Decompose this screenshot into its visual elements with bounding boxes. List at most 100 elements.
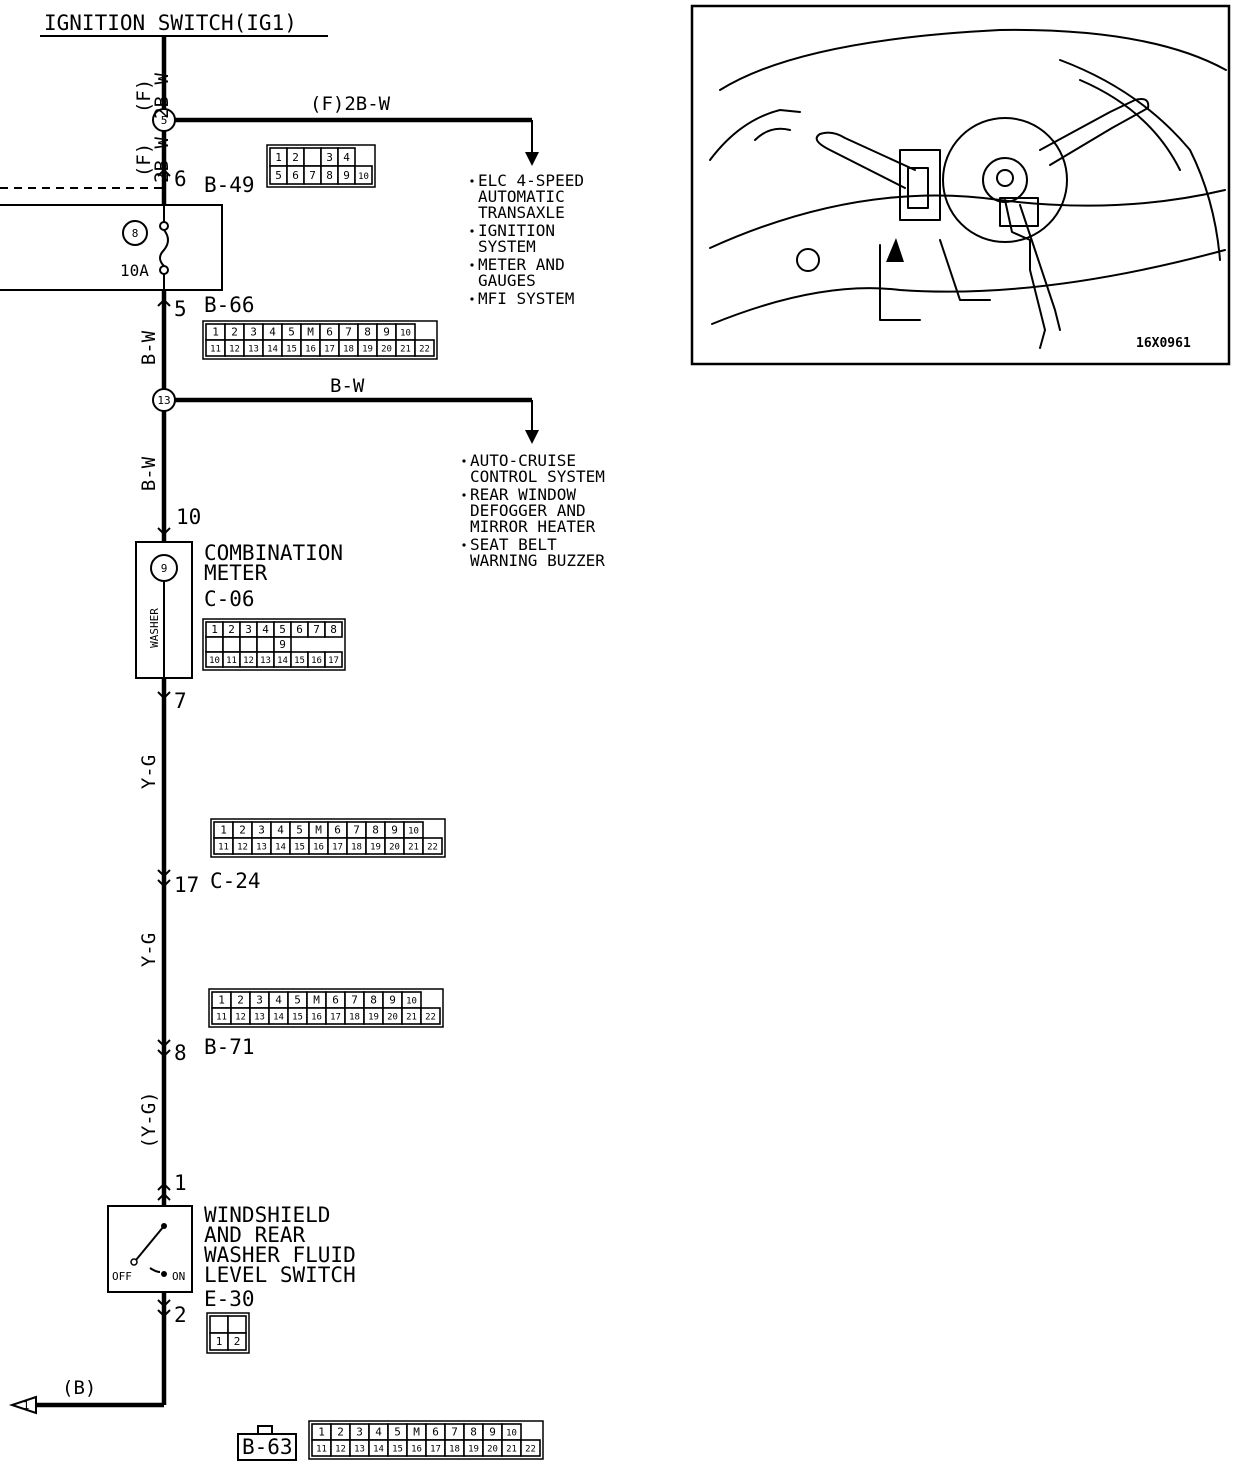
wiper-stalk <box>1039 98 1150 166</box>
fuse-number: 8 <box>132 227 139 240</box>
connector-pin-label: 11 <box>216 1013 227 1023</box>
connector-b71-name: B-71 <box>204 1035 255 1059</box>
connector-pin-label: 8 <box>364 326 371 339</box>
fuse-element <box>159 229 169 267</box>
ground-arrow-icon <box>8 1395 37 1415</box>
connector-pin-label: 22 <box>425 1013 436 1023</box>
branch2-wire-label: B-W <box>330 375 365 397</box>
connector-pin-label: 13 <box>256 843 267 853</box>
text-line: 2B-W <box>151 137 173 183</box>
steering-column-illustration: 16X0961 <box>690 4 1231 366</box>
bullet <box>462 543 466 547</box>
text-line: WASHER FLUID <box>204 1243 356 1267</box>
pin-1: 1 <box>174 1171 187 1195</box>
junction-block-outline <box>0 204 223 291</box>
pin-2: 2 <box>174 1303 187 1327</box>
fuse-terminal-top <box>159 221 169 231</box>
ground-number: 1 <box>23 1399 30 1412</box>
text-line: COMBINATION <box>204 541 343 565</box>
connector-pin-label: 14 <box>277 656 288 666</box>
connector-pin-label: 8 <box>470 1426 477 1439</box>
connector-pin-label: 7 <box>309 169 316 182</box>
connector-b66-name: B-66 <box>204 293 255 317</box>
connector-pin-label: 2 <box>292 151 299 164</box>
connector-pin-label: 3 <box>250 326 257 339</box>
connector-pin-label: 6 <box>432 1426 439 1439</box>
connector-outline <box>266 144 376 188</box>
destination-line: TRANSAXLE <box>478 203 565 222</box>
connector-pin-label: 5 <box>279 623 286 636</box>
connector-pin-label: 8 <box>372 824 379 837</box>
connector-cell <box>239 636 258 653</box>
connector-cell <box>422 837 443 855</box>
pin-8: 8 <box>174 1041 187 1065</box>
connector-cell <box>414 339 435 357</box>
connector-pin-label: 1 <box>318 1426 325 1439</box>
washer-switch-box <box>107 1205 193 1293</box>
junction-13-label: 13 <box>157 394 170 407</box>
connector-pin-label: 17 <box>328 656 339 666</box>
connector-pin-label: 4 <box>343 151 350 164</box>
destination-line: MIRROR HEATER <box>470 517 596 536</box>
bullet <box>470 263 474 267</box>
connector-b49-name: B-49 <box>204 173 255 197</box>
connector-pin-label: 10 <box>506 1429 517 1439</box>
connector-pin-label: 22 <box>525 1445 536 1455</box>
ground-wire-label: (B) <box>62 1377 96 1399</box>
dash-contour-4 <box>709 109 801 161</box>
connector-pin-label: M <box>307 326 314 339</box>
pin-6: 6 <box>174 167 187 191</box>
destination-line: ELC 4-SPEED <box>478 171 584 190</box>
connector-pin-label: 7 <box>345 326 352 339</box>
connector-pin-label: 15 <box>294 656 305 666</box>
connector-pin-label: 2 <box>231 326 238 339</box>
connector-pin-label: 18 <box>349 1013 360 1023</box>
destination-line: REAR WINDOW <box>470 485 576 504</box>
connector-marks <box>157 168 171 1318</box>
fuse-rating: 10A <box>120 261 149 280</box>
connector-cell <box>324 621 343 638</box>
connector-pin-label: 5 <box>394 1426 401 1439</box>
connector-pin-label: 3 <box>326 151 333 164</box>
destination-line: SEAT BELT <box>470 535 557 554</box>
switch-off-label: OFF <box>112 1270 132 1283</box>
destination-line: CONTROL SYSTEM <box>470 467 605 486</box>
connector-pin-label: 4 <box>277 824 284 837</box>
connector-pin-label: 15 <box>392 1445 403 1455</box>
switch-arc <box>149 1267 161 1273</box>
fuse-number-circle <box>122 220 148 246</box>
switch-lever <box>135 1225 165 1261</box>
text-line: AND REAR <box>204 1223 306 1247</box>
connector-pin-label: 14 <box>267 345 278 355</box>
branch1-destinations: ELC 4-SPEEDAUTOMATICTRANSAXLEIGNITIONSYS… <box>470 171 584 308</box>
connector-pin-label: 16 <box>313 843 324 853</box>
connector-pin-label: 7 <box>451 1426 458 1439</box>
turn-signal-stalk <box>815 131 916 189</box>
connector-pin-label: 2 <box>237 994 244 1007</box>
connector-pin-label: 18 <box>351 843 362 853</box>
connector-outline <box>208 988 444 1028</box>
connector-pin-label: 20 <box>389 843 400 853</box>
connector-pin-label: 11 <box>226 656 237 666</box>
illustration-code: 16X0961 <box>1136 336 1191 351</box>
connector-pin-label: 5 <box>288 326 295 339</box>
junction-5 <box>152 108 176 132</box>
connector-pin-label: 8 <box>326 169 333 182</box>
connector-pin-label: 16 <box>411 1445 422 1455</box>
connector-pin-label: 6 <box>334 824 341 837</box>
connector-pin-label: 11 <box>210 345 221 355</box>
connector-pin-label: 6 <box>332 994 339 1007</box>
connector-cell <box>303 147 322 167</box>
destination-line: WARNING BUZZER <box>470 551 605 570</box>
pin-5: 5 <box>174 297 187 321</box>
connector-pin-label: 15 <box>294 843 305 853</box>
connector-pin-label: 11 <box>316 1445 327 1455</box>
connector-pin-label: 2 <box>239 824 246 837</box>
destination-line: MFI SYSTEM <box>478 289 574 308</box>
bullet <box>470 229 474 233</box>
connector-pin-label: 17 <box>330 1013 341 1023</box>
switch-contact-on <box>161 1271 167 1277</box>
